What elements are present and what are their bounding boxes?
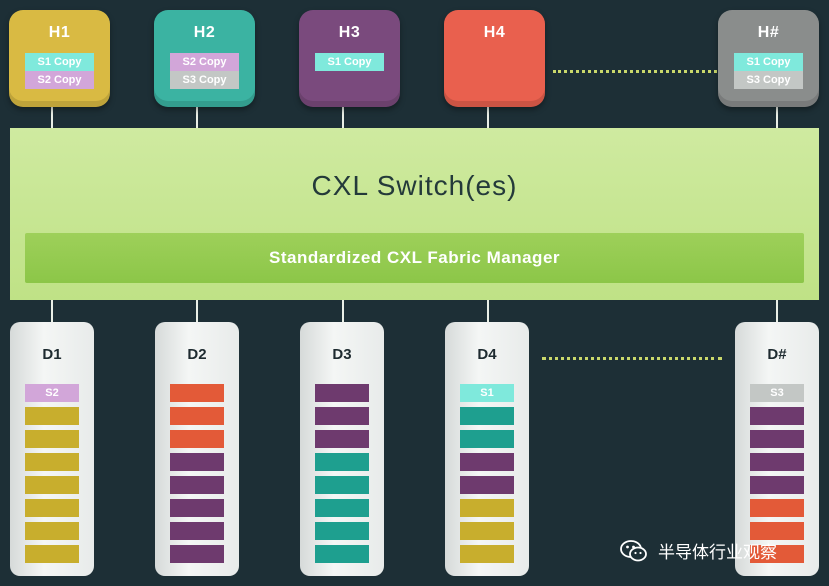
memory-region-stack bbox=[315, 384, 369, 568]
device-name: D4 bbox=[477, 346, 497, 363]
host-ellipsis-dots bbox=[553, 70, 723, 73]
copy-badge: S1 Copy bbox=[25, 53, 94, 71]
device-d4: D4 S1 bbox=[445, 322, 529, 576]
memory-region-bar bbox=[170, 545, 224, 563]
memory-region-bar bbox=[25, 430, 79, 448]
host-h4: H4 bbox=[444, 10, 545, 107]
wechat-icon bbox=[620, 539, 648, 562]
memory-region-bar bbox=[25, 476, 79, 494]
copy-badge: S2 Copy bbox=[25, 71, 94, 89]
memory-region-bar bbox=[170, 407, 224, 425]
connector-d3 bbox=[342, 300, 344, 322]
watermark-text: 半导体行业观察 bbox=[658, 543, 777, 563]
memory-region-bar bbox=[25, 453, 79, 471]
device-name: D# bbox=[767, 346, 787, 363]
memory-region-bar: S3 bbox=[750, 384, 804, 402]
copy-badge: S1 Copy bbox=[734, 53, 803, 71]
host-name: H# bbox=[757, 24, 780, 41]
memory-region-bar bbox=[315, 499, 369, 517]
memory-region-bar bbox=[170, 522, 224, 540]
memory-region-stack: S2 bbox=[25, 384, 79, 568]
memory-region-bar bbox=[170, 476, 224, 494]
memory-region-bar bbox=[170, 384, 224, 402]
host-name: H1 bbox=[48, 24, 71, 41]
memory-region-bar bbox=[460, 453, 514, 471]
memory-region-bar bbox=[315, 545, 369, 563]
memory-region-bar bbox=[750, 453, 804, 471]
memory-region-bar bbox=[170, 453, 224, 471]
connector-hn bbox=[776, 107, 778, 128]
memory-region-bar bbox=[315, 407, 369, 425]
host-name: H2 bbox=[193, 24, 216, 41]
watermark: 半导体行业观察 bbox=[620, 538, 777, 563]
copy-badge: S1 Copy bbox=[315, 53, 384, 71]
memory-region-bar bbox=[25, 407, 79, 425]
memory-region-bar: S1 bbox=[460, 384, 514, 402]
memory-region-bar bbox=[25, 545, 79, 563]
host-copies: S1 Copy bbox=[315, 53, 384, 71]
connector-h2 bbox=[196, 107, 198, 128]
memory-region-bar bbox=[460, 430, 514, 448]
memory-region-bar bbox=[315, 476, 369, 494]
host-copies: S2 Copy S3 Copy bbox=[170, 53, 239, 89]
memory-region-bar bbox=[25, 499, 79, 517]
device-name: D1 bbox=[42, 346, 62, 363]
device-d2: D2 bbox=[155, 322, 239, 576]
memory-region-bar bbox=[170, 430, 224, 448]
device-dn: D# S3 bbox=[735, 322, 819, 576]
copy-badge: S3 Copy bbox=[170, 71, 239, 89]
memory-region-bar bbox=[25, 522, 79, 540]
memory-region-bar bbox=[750, 499, 804, 517]
memory-region-bar bbox=[750, 522, 804, 540]
fabric-manager-label: Standardized CXL Fabric Manager bbox=[268, 248, 561, 267]
host-copies: S1 Copy S2 Copy bbox=[25, 53, 94, 89]
host-h2: H2 S2 Copy S3 Copy bbox=[154, 10, 255, 107]
host-h1: H1 S1 Copy S2 Copy bbox=[9, 10, 110, 107]
memory-region-stack bbox=[170, 384, 224, 568]
cxl-switch: CXL Switch(es) Standardized CXL Fabric M… bbox=[10, 128, 819, 300]
connector-d1 bbox=[51, 300, 53, 322]
memory-region-bar bbox=[460, 499, 514, 517]
host-copies: S1 Copy S3 Copy bbox=[734, 53, 803, 89]
memory-region-bar bbox=[750, 476, 804, 494]
connector-h3 bbox=[342, 107, 344, 128]
memory-region-bar bbox=[750, 430, 804, 448]
connector-dn bbox=[776, 300, 778, 322]
device-d1: D1 S2 bbox=[10, 322, 94, 576]
connector-h4 bbox=[487, 107, 489, 128]
memory-region-bar bbox=[460, 522, 514, 540]
connector-d4 bbox=[487, 300, 489, 322]
device-name: D3 bbox=[332, 346, 352, 363]
host-name: H4 bbox=[483, 24, 506, 41]
memory-region-stack: S3 bbox=[750, 384, 804, 568]
memory-region-bar bbox=[315, 384, 369, 402]
copy-badge: S3 Copy bbox=[734, 71, 803, 89]
memory-region-bar: S2 bbox=[25, 384, 79, 402]
device-ellipsis-dots bbox=[542, 357, 722, 360]
host-name: H3 bbox=[338, 24, 361, 41]
fabric-manager-bar: Standardized CXL Fabric Manager bbox=[25, 233, 804, 283]
connector-d2 bbox=[196, 300, 198, 322]
memory-region-stack: S1 bbox=[460, 384, 514, 568]
memory-region-bar bbox=[750, 545, 804, 563]
switch-title: CXL Switch(es) bbox=[311, 170, 518, 201]
copy-badge: S2 Copy bbox=[170, 53, 239, 71]
memory-region-bar bbox=[315, 453, 369, 471]
memory-region-bar bbox=[315, 430, 369, 448]
device-d3: D3 bbox=[300, 322, 384, 576]
memory-region-bar bbox=[750, 407, 804, 425]
memory-region-bar bbox=[170, 499, 224, 517]
memory-region-bar bbox=[460, 476, 514, 494]
device-name: D2 bbox=[187, 346, 207, 363]
connector-h1 bbox=[51, 107, 53, 128]
host-hn: H# S1 Copy S3 Copy bbox=[718, 10, 819, 107]
host-h3: H3 S1 Copy bbox=[299, 10, 400, 107]
memory-region-bar bbox=[460, 545, 514, 563]
memory-region-bar bbox=[315, 522, 369, 540]
memory-region-bar bbox=[460, 407, 514, 425]
